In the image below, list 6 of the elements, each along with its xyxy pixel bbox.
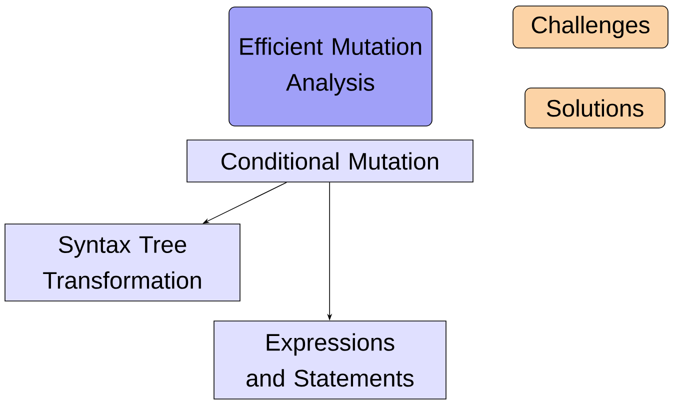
process-box: Conditional Mutation [186,140,474,182]
legend-box: Challenges [512,6,668,48]
topic-box: Efficient Mutation Analysis [228,6,432,126]
process-box: Syntax Tree Transformation [4,224,240,302]
process-box: Expressions and Statements [214,320,446,400]
legend-box: Solutions [524,88,666,128]
